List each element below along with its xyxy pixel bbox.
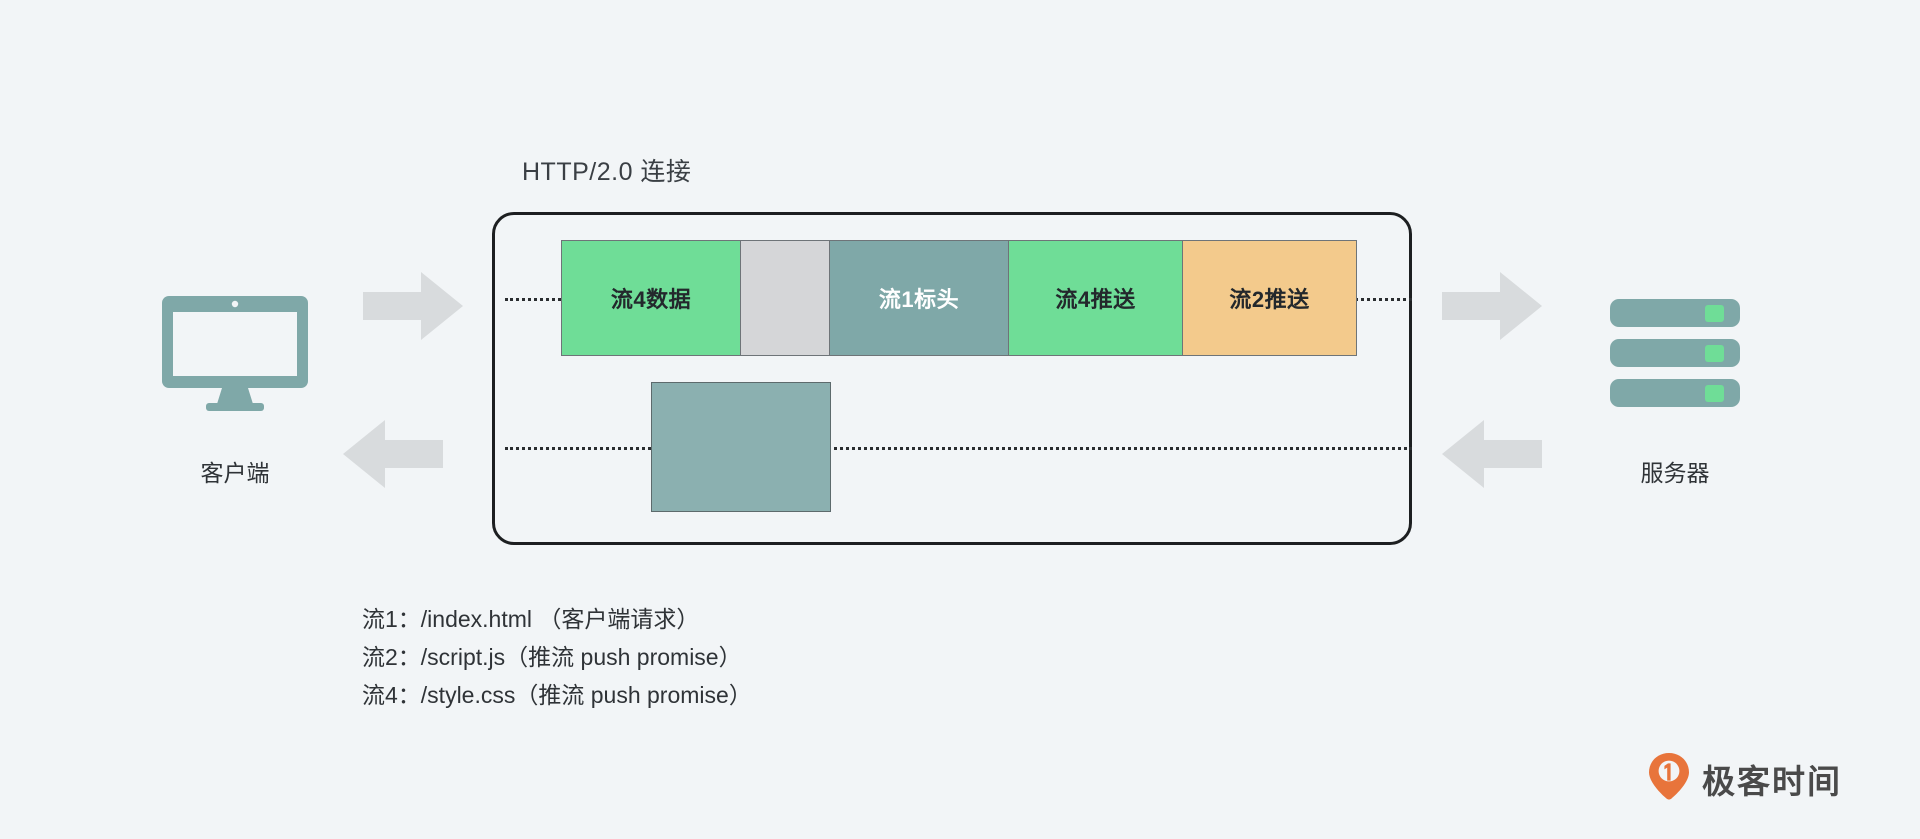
dotted-line-upstream-left <box>505 298 567 301</box>
legend-item-stream1: 流1：/index.html （客户端请求） <box>362 606 700 632</box>
frame-stream4-data: 流4数据 <box>561 240 741 356</box>
server-rack-icon <box>1545 298 1805 408</box>
endpoint-server: 服务器 <box>1545 298 1805 488</box>
frame-label: 流1标头 <box>878 287 960 312</box>
geekbang-logo-icon <box>1648 752 1690 805</box>
watermark: 极客时间 <box>1648 752 1842 805</box>
frame-stream2-push: 流2推送 <box>1182 240 1357 356</box>
connection-title: HTTP/2.0 连接 <box>522 158 692 186</box>
arrow-connection-to-client <box>343 418 443 490</box>
endpoint-client: 客户端 <box>105 296 365 488</box>
arrow-client-to-connection <box>363 270 463 342</box>
frame-label: 流2推送 <box>1229 287 1310 312</box>
watermark-text: 极客时间 <box>1702 762 1842 800</box>
arrow-connection-to-server <box>1442 270 1542 342</box>
endpoint-client-label: 客户端 <box>200 460 270 486</box>
frame-label: 流4推送 <box>1055 287 1136 312</box>
frame-stream4-push: 流4推送 <box>1008 240 1183 356</box>
frame-pending-block <box>651 382 831 512</box>
endpoint-server-label: 服务器 <box>1640 460 1710 486</box>
legend-item-stream2: 流2：/script.js（推流 push promise） <box>362 644 742 670</box>
legend-item-stream4: 流4：/style.css（推流 push promise） <box>362 682 752 708</box>
monitor-icon <box>105 296 365 411</box>
frame-label: 流4数据 <box>610 287 692 312</box>
frame-idle-gap <box>740 240 830 356</box>
frame-stream1-headers: 流1标头 <box>829 240 1009 356</box>
arrow-server-to-connection <box>1442 418 1542 490</box>
stream-legend: 流1：/index.html （客户端请求） 流2：/script.js（推流 … <box>362 600 752 714</box>
dotted-line-upstream-right <box>1350 298 1412 301</box>
dotted-line-downstream <box>505 447 1412 450</box>
frame-strip: 流4数据 流1标头 流4推送 流2推送 <box>561 240 1357 356</box>
